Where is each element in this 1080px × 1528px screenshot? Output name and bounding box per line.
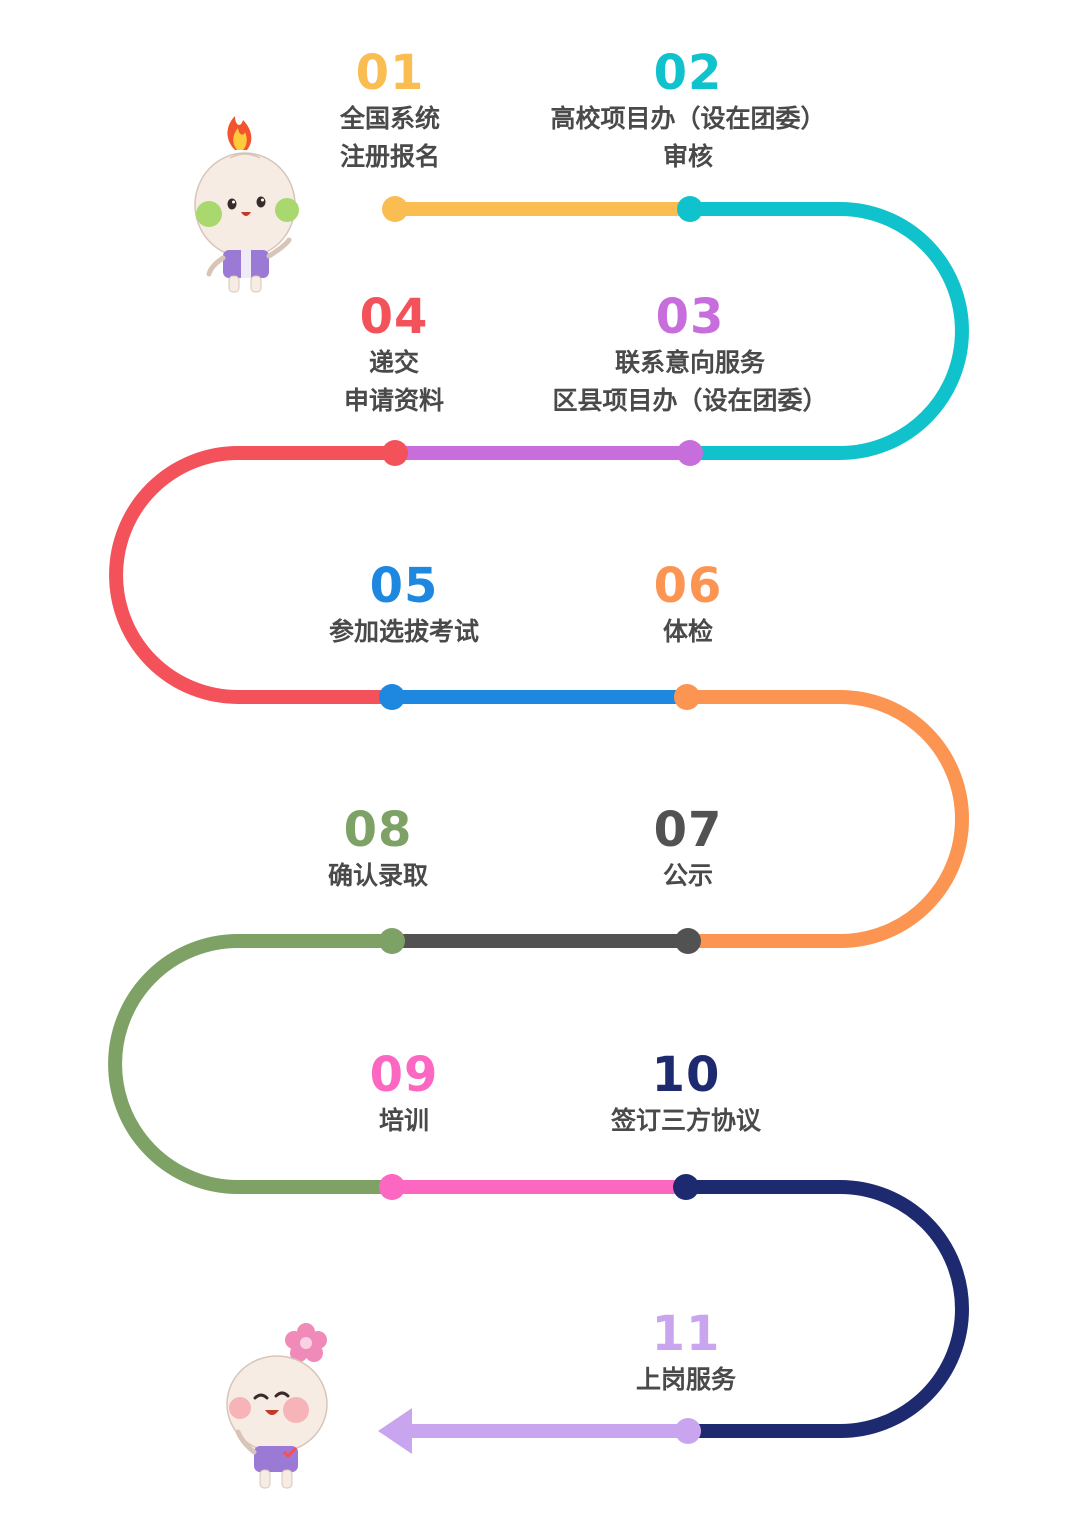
- step-label-line: 全国系统: [339, 104, 440, 133]
- step-number: 09: [369, 1047, 439, 1103]
- flame-icon: [227, 116, 252, 150]
- step-label-line: 公示: [662, 861, 713, 890]
- path-segment-10: [686, 1180, 969, 1438]
- step-number: 05: [369, 558, 439, 614]
- step-dot-04: [382, 440, 408, 466]
- path-segment-06: [687, 690, 969, 948]
- step-dot-08: [379, 928, 405, 954]
- step-label-line: 上岗服务: [635, 1365, 736, 1394]
- step-label: 公示: [508, 857, 868, 895]
- path-segment-08: [108, 934, 392, 1194]
- step-dot-03: [677, 440, 703, 466]
- path-segment-02: [690, 202, 969, 460]
- step-label-line: 确认录取: [327, 861, 428, 890]
- end-arrow-icon: [378, 1408, 412, 1454]
- step-07: 07 公示: [508, 805, 868, 895]
- step-number: 08: [343, 802, 413, 858]
- step-label-line: 递交: [368, 348, 419, 377]
- step-label-line: 培训: [378, 1106, 429, 1135]
- step-dot-05: [379, 684, 405, 710]
- step-number: 03: [655, 289, 725, 345]
- step-label-line: 区县项目办（设在团委）: [552, 386, 828, 415]
- step-number: 07: [653, 802, 723, 858]
- step-dot-09: [379, 1174, 405, 1200]
- step-dot-06: [674, 684, 700, 710]
- step-number: 04: [359, 289, 429, 345]
- step-number: 11: [651, 1306, 721, 1362]
- step-label: 全国系统注册报名: [210, 100, 570, 176]
- step-dot-11: [675, 1418, 701, 1444]
- step-dot-10: [673, 1174, 699, 1200]
- step-number: 06: [653, 558, 723, 614]
- step-label-line: 联系意向服务: [614, 348, 765, 377]
- step-label-line: 高校项目办（设在团委）: [550, 104, 826, 133]
- step-10: 10 签订三方协议: [506, 1050, 866, 1140]
- path-segment-04: [109, 446, 395, 704]
- step-dot-07: [675, 928, 701, 954]
- step-08: 08 确认录取: [198, 805, 558, 895]
- step-number: 10: [651, 1047, 721, 1103]
- step-dot-01: [382, 196, 408, 222]
- mascot-flame-character: [194, 116, 299, 293]
- step-label: 联系意向服务区县项目办（设在团委）: [510, 344, 870, 420]
- step-06: 06 体检: [508, 561, 868, 651]
- step-label: 高校项目办（设在团委） 审核: [508, 100, 868, 176]
- mascot-flower-character: [226, 1323, 328, 1489]
- step-09: 09 培训: [224, 1050, 584, 1140]
- step-label-line: 注册报名: [339, 142, 440, 171]
- step-label: 培训: [224, 1102, 584, 1140]
- step-label-line: 体检: [662, 617, 713, 646]
- step-02: 02 高校项目办（设在团委） 审核: [508, 48, 868, 176]
- step-label: 参加选拔考试: [224, 613, 584, 651]
- step-label-line: 申请资料: [343, 386, 444, 415]
- step-label-line: 签订三方协议: [610, 1106, 761, 1135]
- flower-icon: [285, 1323, 327, 1362]
- step-label: 递交申请资料: [214, 344, 574, 420]
- step-label: 体检: [508, 613, 868, 651]
- step-label-line: 审核: [662, 142, 713, 171]
- step-number: 01: [355, 45, 425, 101]
- step-05: 05 参加选拔考试: [224, 561, 584, 651]
- step-label: 上岗服务: [506, 1361, 866, 1399]
- step-number: 02: [653, 45, 723, 101]
- step-label: 签订三方协议: [506, 1102, 866, 1140]
- step-label: 确认录取: [198, 857, 558, 895]
- step-11: 11 上岗服务: [506, 1309, 866, 1399]
- step-dot-02: [677, 196, 703, 222]
- step-label-line: 参加选拔考试: [328, 617, 479, 646]
